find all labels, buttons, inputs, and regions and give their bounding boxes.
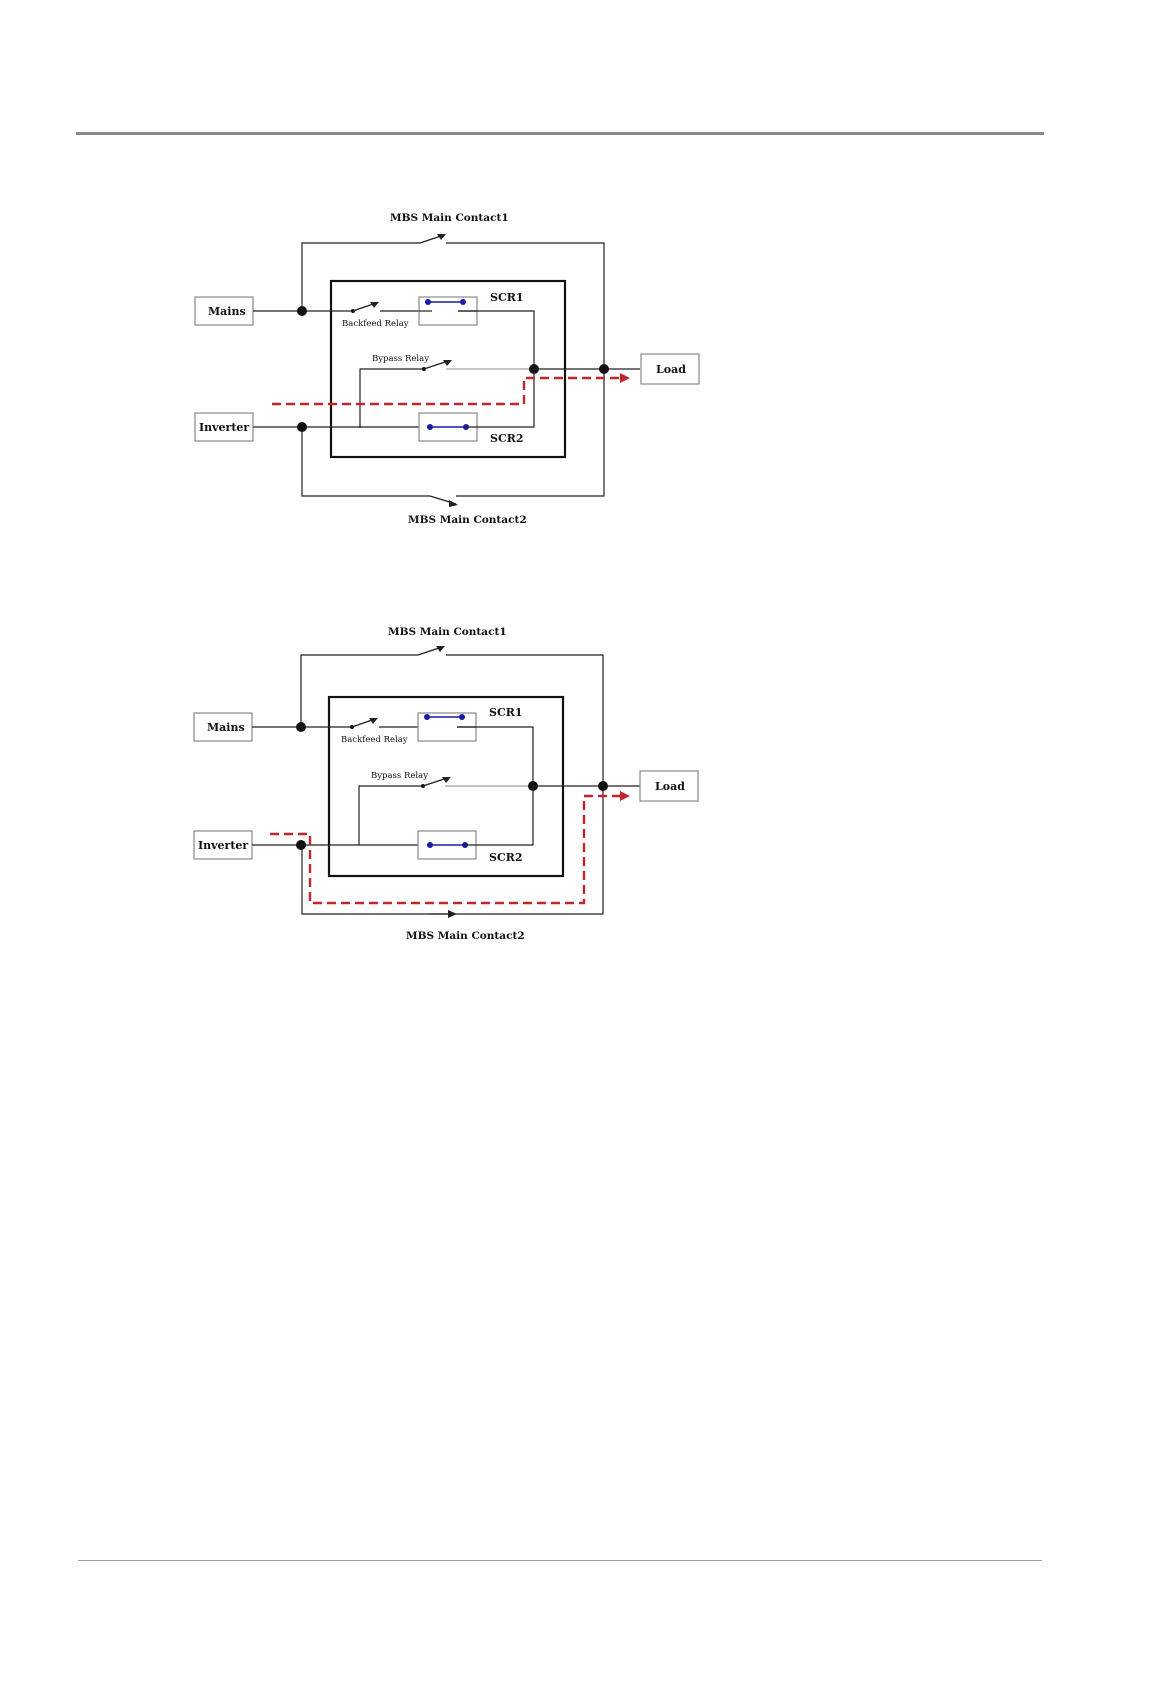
mbs-contact2-arrow-2 [448, 910, 457, 918]
footer-rule [78, 1560, 1042, 1561]
ups-flow-diagram-2: MBS Main Contact1 MBS Main Contact2 Main… [0, 0, 1157, 980]
bypass-relay-arrow-2 [442, 777, 451, 783]
load-label-2: Load [655, 780, 685, 793]
scr2-switch-left-2 [427, 842, 433, 848]
inverter-node-2 [296, 840, 306, 850]
mbs-contact1-wire-2 [301, 655, 418, 726]
bypass-wire-left-2 [359, 786, 423, 845]
load-node-2 [598, 781, 608, 791]
scr1-switch-right-2 [459, 714, 465, 720]
scr1-switch-left-2 [424, 714, 430, 720]
power-path-arrow-2 [620, 791, 630, 801]
bypass-relay-label-2: Bypass Relay [371, 771, 428, 781]
mains-node-2 [296, 722, 306, 732]
mains-label-2: Mains [207, 721, 245, 734]
scr2-label-2: SCR2 [489, 851, 523, 864]
mbs-contact1-label-2: MBS Main Contact1 [388, 626, 507, 638]
mbs-contact2-label-2: MBS Main Contact2 [406, 930, 525, 942]
backfeed-relay-label-2: Backfeed Relay [341, 735, 408, 745]
scr1-label-2: SCR1 [489, 706, 523, 719]
inverter-label-2: Inverter [198, 839, 248, 852]
